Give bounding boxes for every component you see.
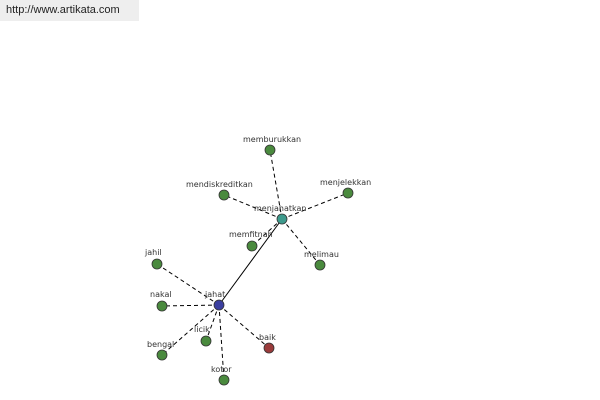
node-circle-baik[interactable] xyxy=(263,342,275,354)
node-memfitnah[interactable]: memfitnah xyxy=(229,230,273,252)
node-kotor[interactable]: kotor xyxy=(211,365,232,386)
node-circle-menjelekkan[interactable] xyxy=(342,187,354,199)
node-label-baik[interactable]: baik xyxy=(259,333,276,342)
edge-menjahatkan-menjelekkan xyxy=(281,192,349,220)
edges-layer xyxy=(156,149,349,381)
edge-jahat-jahil xyxy=(156,263,220,306)
node-circle-licik[interactable] xyxy=(200,335,212,347)
node-label-memfitnah[interactable]: memfitnah xyxy=(229,230,273,239)
nodes-layer: jahat menjahatkan memburukkan mendiskreditk… xyxy=(144,135,371,386)
node-circle-nakal[interactable] xyxy=(156,300,168,312)
node-label-nakal[interactable]: nakal xyxy=(150,290,172,299)
node-circle-jahat[interactable] xyxy=(213,299,225,311)
node-nakal[interactable]: nakal xyxy=(150,290,172,312)
node-menjelekkan[interactable]: menjelekkan xyxy=(320,178,371,199)
node-label-bengal[interactable]: bengal xyxy=(147,340,174,349)
edge-jahat-licik xyxy=(205,304,220,342)
edge-jahat-menjahatkan xyxy=(218,218,283,306)
edge-menjahatkan-mendiskreditkan xyxy=(223,194,283,220)
node-jahat[interactable]: jahat xyxy=(204,290,225,311)
node-circle-jahil[interactable] xyxy=(151,258,163,270)
node-label-memburukkan[interactable]: memburukkan xyxy=(243,135,301,144)
edge-jahat-kotor xyxy=(218,304,225,381)
node-jahil[interactable]: jahil xyxy=(144,248,163,270)
node-label-kotor[interactable]: kotor xyxy=(211,365,232,374)
node-label-jahil[interactable]: jahil xyxy=(144,248,162,257)
node-circle-melimau[interactable] xyxy=(314,259,326,271)
node-melimau[interactable]: melimau xyxy=(304,250,339,271)
node-label-menjahatkan[interactable]: menjahatkan xyxy=(254,204,306,213)
node-label-licik[interactable]: licik xyxy=(194,325,210,334)
node-memburukkan[interactable]: memburukkan xyxy=(243,135,301,156)
node-circle-memfitnah[interactable] xyxy=(246,240,258,252)
edge-jahat-baik xyxy=(218,304,270,349)
node-circle-menjahatkan[interactable] xyxy=(276,213,288,225)
edge-jahat-bengal xyxy=(161,304,220,356)
node-label-menjelekkan[interactable]: menjelekkan xyxy=(320,178,371,187)
node-circle-kotor[interactable] xyxy=(218,374,230,386)
source-url-banner[interactable]: http://www.artikata.com xyxy=(0,0,139,21)
node-mendiskreditkan[interactable]: mendiskreditkan xyxy=(186,180,253,201)
node-bengal[interactable]: bengal xyxy=(147,340,174,361)
node-baik[interactable]: baik xyxy=(259,333,276,354)
node-circle-bengal[interactable] xyxy=(156,349,168,361)
node-circle-mendiskreditkan[interactable] xyxy=(218,189,230,201)
node-menjahatkan[interactable]: menjahatkan xyxy=(254,204,306,225)
node-label-mendiskreditkan[interactable]: mendiskreditkan xyxy=(186,180,253,189)
node-licik[interactable]: licik xyxy=(194,325,212,347)
edge-jahat-nakal xyxy=(161,304,220,307)
edge-menjahatkan-memburukkan xyxy=(269,149,283,220)
node-circle-memburukkan[interactable] xyxy=(264,144,276,156)
edge-menjahatkan-melimau xyxy=(281,218,321,266)
node-label-melimau[interactable]: melimau xyxy=(304,250,339,259)
node-label-jahat[interactable]: jahat xyxy=(204,290,225,299)
